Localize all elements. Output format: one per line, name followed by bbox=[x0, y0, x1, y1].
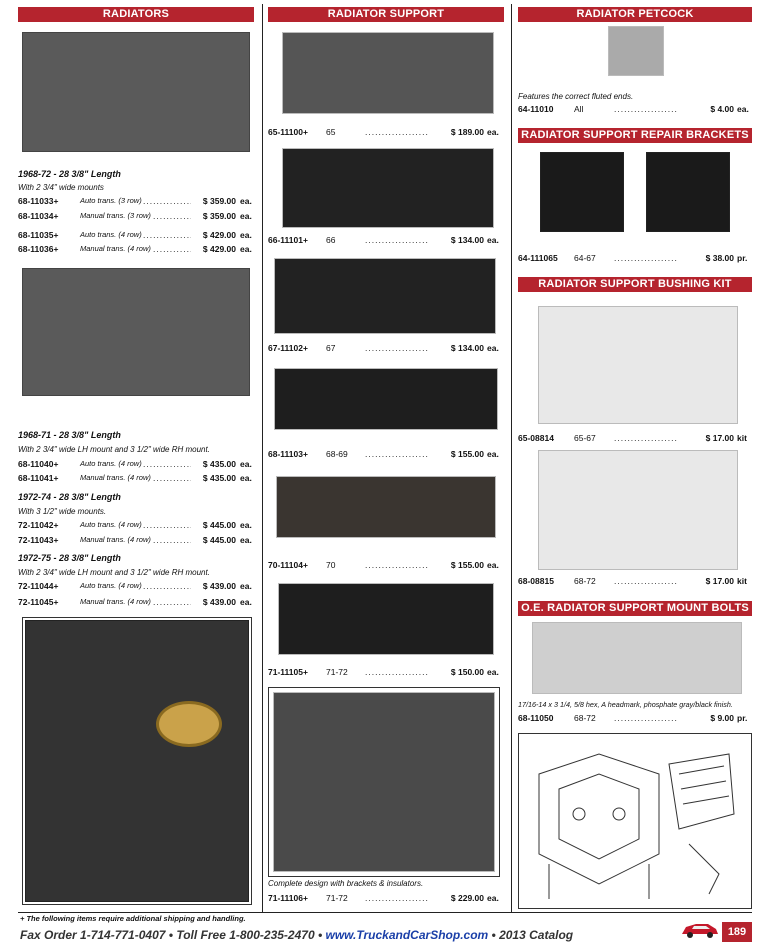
petcock-note: Features the correct fluted ends. bbox=[518, 92, 634, 101]
column-divider-2 bbox=[511, 4, 512, 912]
support-image-71-72 bbox=[278, 583, 494, 655]
support-image-70 bbox=[276, 476, 496, 538]
support-complete-caption: Complete design with brackets & insulato… bbox=[268, 879, 424, 888]
car-logo-icon bbox=[682, 924, 718, 938]
radiator-image-1 bbox=[22, 32, 250, 152]
radiator-image-2 bbox=[22, 268, 250, 396]
filler-neck-image bbox=[156, 701, 222, 747]
website-link[interactable]: www.TruckandCarShop.com bbox=[325, 928, 489, 942]
group3-note: With 3 1/2" wide mounts. bbox=[18, 507, 107, 516]
footer-rule bbox=[18, 912, 752, 913]
bushing-kit-image-1 bbox=[538, 306, 738, 424]
product-row: 71-11106+71-72...................$ 229.0… bbox=[268, 893, 499, 903]
footer-contact: Fax Order 1-714-771-0407 • Toll Free 1-8… bbox=[20, 928, 574, 942]
support-complete-photo-frame bbox=[268, 687, 500, 877]
product-row: 68-11040+Auto trans. (4 row)............… bbox=[18, 459, 252, 469]
toll-free: Toll Free 1-800-235-2470 bbox=[176, 928, 315, 942]
product-row: 71-11105+71-72...................$ 150.0… bbox=[268, 667, 499, 677]
bolts-note: 17/16-14 x 3 1/4, 5/8 hex, A headmark, p… bbox=[518, 700, 733, 709]
product-row: 72-11045+Manual trans. (4 row)..........… bbox=[18, 597, 252, 607]
group4-note: With 2 3/4" wide LH mount and 3 1/2" wid… bbox=[18, 568, 210, 577]
product-row: 68-11036+Manual trans. (4 row)..........… bbox=[18, 244, 252, 254]
radiator-support-header: RADIATOR SUPPORT bbox=[268, 7, 504, 22]
bushing-kit-image-2 bbox=[538, 450, 738, 570]
group1-note: With 2 3/4" wide mounts bbox=[18, 183, 104, 192]
mount-bolts-header: O.E. RADIATOR SUPPORT MOUNT BOLTS bbox=[518, 601, 752, 616]
mount-bolts-image bbox=[532, 622, 742, 694]
product-row: 68-11033+Auto trans. (3 row)............… bbox=[18, 196, 252, 206]
group3-title: 1972-74 - 28 3/8" Length bbox=[18, 492, 121, 502]
support-image-67 bbox=[274, 258, 496, 334]
group2-title: 1968-71 - 28 3/8" Length bbox=[18, 430, 121, 440]
product-row: 72-11042+Auto trans. (4 row)............… bbox=[18, 520, 252, 530]
bracket-right-image bbox=[646, 152, 730, 232]
support-image-68-69 bbox=[274, 368, 498, 430]
support-complete-photo bbox=[273, 692, 495, 872]
radiator-neck-photo bbox=[25, 620, 249, 902]
radiators-header: RADIATORS bbox=[18, 7, 254, 22]
column-divider-1 bbox=[262, 4, 263, 912]
group4-title: 1972-75 - 28 3/8" Length bbox=[18, 553, 121, 563]
product-row: 72-11044+Auto trans. (4 row)............… bbox=[18, 581, 252, 591]
catalog-year: 2013 Catalog bbox=[499, 928, 574, 942]
shipping-footnote: + The following items require additional… bbox=[20, 914, 246, 923]
group2-note: With 2 3/4" wide LH mount and 3 1/2" wid… bbox=[18, 445, 210, 454]
product-row: 68-11103+68-69...................$ 155.0… bbox=[268, 449, 499, 459]
petcock-image bbox=[608, 26, 664, 76]
product-row: 68-11041+Manual trans. (4 row)..........… bbox=[18, 473, 252, 483]
product-row: 72-11043+Manual trans. (4 row)..........… bbox=[18, 535, 252, 545]
radiator-neck-photo-frame bbox=[22, 617, 252, 905]
petcock-header: RADIATOR PETCOCK bbox=[518, 7, 752, 22]
product-row: 68-11034+Manual trans. (3 row)..........… bbox=[18, 211, 252, 221]
bushing-kit-header: RADIATOR SUPPORT BUSHING KIT bbox=[518, 277, 752, 292]
fax-order: Fax Order 1-714-771-0407 bbox=[20, 928, 166, 942]
bracket-left-image bbox=[540, 152, 624, 232]
repair-brackets-header: RADIATOR SUPPORT REPAIR BRACKETS bbox=[518, 128, 752, 143]
support-diagram-frame bbox=[518, 733, 752, 909]
support-image-66 bbox=[282, 148, 494, 228]
group1-title: 1968-72 - 28 3/8" Length bbox=[18, 169, 121, 179]
support-exploded-diagram bbox=[538, 753, 735, 899]
product-row: 68-11035+Auto trans. (4 row)............… bbox=[18, 230, 252, 240]
page-number: 189 bbox=[722, 922, 752, 942]
support-image-65 bbox=[282, 32, 494, 114]
